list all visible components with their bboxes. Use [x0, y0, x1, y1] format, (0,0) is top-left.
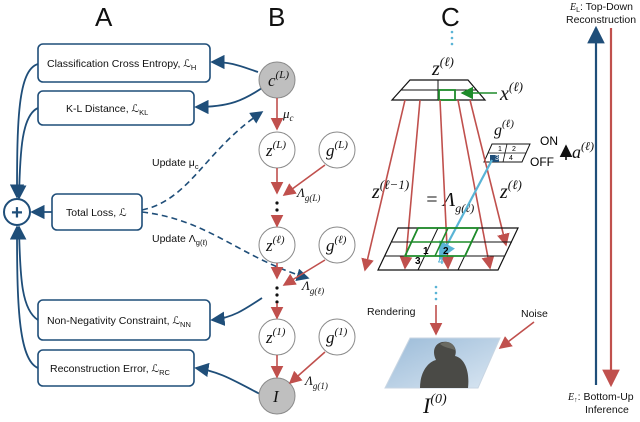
edge-kl-to-sum [12, 107, 39, 200]
node-z-bottom: z(1) [258, 318, 296, 356]
node-image: I [258, 377, 296, 415]
reconstruction-error-label: Reconstruction Error, ℒRC [50, 363, 171, 377]
rendered-image [384, 337, 501, 389]
ellipsis-dot [450, 30, 454, 34]
non-negativity-box: Non-Negativity Constraint, ℒNN [37, 299, 211, 341]
edge-recon-to-sum [9, 225, 39, 369]
node-c: c(L) [258, 61, 296, 99]
bottom-up-label: E↑: Bottom-Up [567, 391, 634, 404]
node-g-mid: g(ℓ) [318, 226, 356, 264]
eq-right: z(ℓ) [499, 177, 522, 203]
image-0-label: I(0) [422, 392, 447, 418]
render-edge [439, 99, 454, 270]
svg-text:g(1): g(1) [326, 326, 348, 347]
noise-label: Noise [521, 308, 548, 320]
ellipsis-dot [450, 36, 454, 40]
node-g-top: g(L) [318, 131, 356, 169]
reconstruction-error-box: Reconstruction Error, ℒRC [37, 349, 195, 387]
svg-text:c(L): c(L) [268, 69, 289, 90]
render-edge [361, 99, 406, 272]
kl-distance-label: K-L Distance, ℒKL [66, 103, 148, 117]
grid-number: 4 [438, 256, 444, 267]
g-l-label: g(ℓ) [494, 118, 514, 139]
bottom-up-label-2: Inference [585, 404, 629, 416]
noise-arrow [498, 321, 535, 349]
ellipsis-dot [434, 285, 438, 289]
top-down-label-2: Reconstruction [566, 14, 636, 26]
edge-nonneg-to-sum [12, 225, 39, 321]
off-label: OFF [530, 155, 554, 169]
edge-update-mu [141, 111, 264, 211]
edge-g-bottom-to-image [288, 351, 326, 385]
switch-grid: 1 2 3 4 [483, 143, 531, 163]
render-edge [469, 99, 510, 247]
lambda-1-label: Λg(1) [303, 373, 328, 391]
lambda-L-label: Λg(L) [295, 185, 320, 203]
top-down-label: EL: Top-Down [569, 1, 633, 14]
top-feature-grid [390, 79, 487, 101]
sum-symbol: + [11, 202, 23, 224]
edge-g-mid-down [282, 259, 326, 286]
ellipsis-dot [434, 291, 438, 295]
switch-number: 4 [509, 155, 513, 162]
z-l-label: z(ℓ) [431, 54, 454, 80]
node-z-top: z(L) [258, 131, 296, 169]
node-z-mid: z(ℓ) [258, 226, 296, 264]
eq-left: z(ℓ−1) [371, 177, 409, 203]
ellipsis-dot [275, 293, 279, 297]
ellipsis-dot [434, 297, 438, 301]
on-label: ON [540, 134, 558, 148]
render-edge [399, 99, 421, 270]
switch-number: 2 [512, 146, 516, 153]
ellipsis-dot [275, 208, 279, 212]
sum-node: + [3, 198, 31, 226]
panel-label-b: B [268, 2, 285, 32]
switch-number: 3 [495, 155, 499, 162]
ellipsis-dot [450, 42, 454, 46]
node-g-bottom: g(1) [318, 318, 356, 356]
svg-text:z(L): z(L) [265, 139, 286, 160]
classification-loss-box: Classification Cross Entropy, ℒH [37, 43, 211, 83]
non-negativity-label: Non-Negativity Constraint, ℒNN [47, 315, 191, 329]
svg-text:z(1): z(1) [265, 326, 286, 347]
svg-text:g(L): g(L) [326, 139, 348, 160]
edge-g-top-down [282, 164, 326, 196]
lambda-l-label: Λg(ℓ) [300, 278, 324, 296]
eq-mid: = Λg(ℓ) [425, 189, 474, 215]
kl-distance-box: K-L Distance, ℒKL [37, 90, 195, 126]
mu-edge-label: μc [282, 106, 294, 123]
edge-image-to-recon [194, 362, 261, 395]
a-l-label: a(ℓ) [572, 139, 594, 162]
classification-loss-label: Classification Cross Entropy, ℒH [47, 58, 196, 72]
ellipsis-dot [275, 286, 279, 290]
ellipsis-dot [275, 201, 279, 205]
update-lambda-label: Update Λg(ℓ) [152, 233, 208, 247]
panel-label-a: A [95, 2, 113, 32]
grid-number: 1 [423, 246, 429, 257]
edge-update-lambda [141, 211, 310, 281]
update-mu-label: Update μc [152, 157, 199, 171]
panel-label-c: C [441, 2, 460, 32]
render-edge [457, 99, 495, 270]
rendering-label: Rendering [367, 306, 416, 318]
total-loss-box: Total Loss, ℒ [51, 193, 143, 231]
edge-c-to-classification [210, 54, 259, 73]
svg-text:g(ℓ): g(ℓ) [326, 234, 347, 255]
grid-number: 3 [415, 256, 421, 267]
edge-classification-to-sum [9, 63, 39, 199]
bottom-feature-grid: 1 2 3 4 [377, 227, 519, 271]
x-l-label: x(ℓ) [499, 79, 523, 105]
grid-number: 2 [443, 246, 449, 257]
edge-z1-to-nonneg [210, 297, 263, 326]
switch-number: 1 [498, 146, 502, 153]
svg-text:I: I [272, 387, 280, 406]
edge-c-to-kl [194, 87, 263, 115]
svg-text:z(ℓ): z(ℓ) [265, 234, 285, 255]
total-loss-label: Total Loss, ℒ [66, 207, 127, 219]
ellipsis-dot [275, 300, 279, 304]
